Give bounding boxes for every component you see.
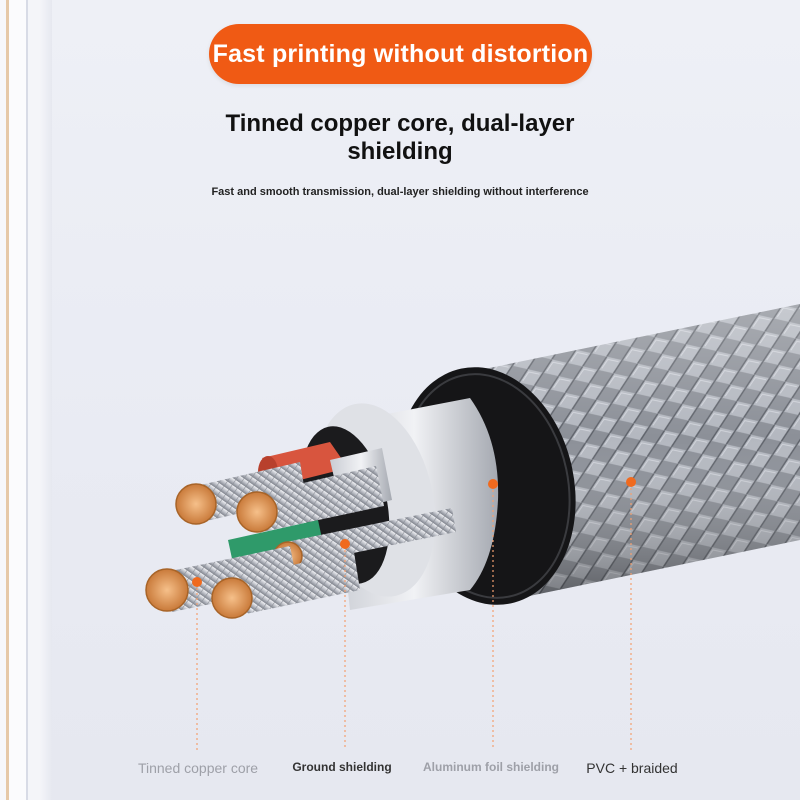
- subtitle: Fast and smooth transmission, dual-layer…: [211, 186, 589, 198]
- callout-label-ground: Ground shielding: [292, 760, 392, 774]
- conductor-top-left: [175, 462, 306, 525]
- callout-label-core: Tinned copper core: [137, 760, 259, 776]
- left-edge-strip: [0, 0, 52, 800]
- page-title: Tinned copper core, dual-layer shielding: [150, 110, 650, 166]
- title-line-1: Tinned copper core, dual-layer: [225, 110, 575, 137]
- callout-marker-pvc: [626, 477, 636, 750]
- conductor-bottom-right: [211, 552, 360, 619]
- callout-label-pvc: PVC + braided: [586, 760, 678, 776]
- conductor-top-right: [236, 466, 384, 533]
- title-line-2: shielding: [347, 138, 453, 165]
- callout-marker-core: [192, 577, 202, 750]
- callout-marker-foil: [488, 479, 498, 750]
- headline-banner: Fast printing without distortion: [209, 24, 592, 84]
- headline-text: Fast printing without distortion: [212, 39, 589, 68]
- callout-label-foil: Aluminum foil shielding: [423, 760, 559, 774]
- callout-marker-ground: [340, 539, 350, 750]
